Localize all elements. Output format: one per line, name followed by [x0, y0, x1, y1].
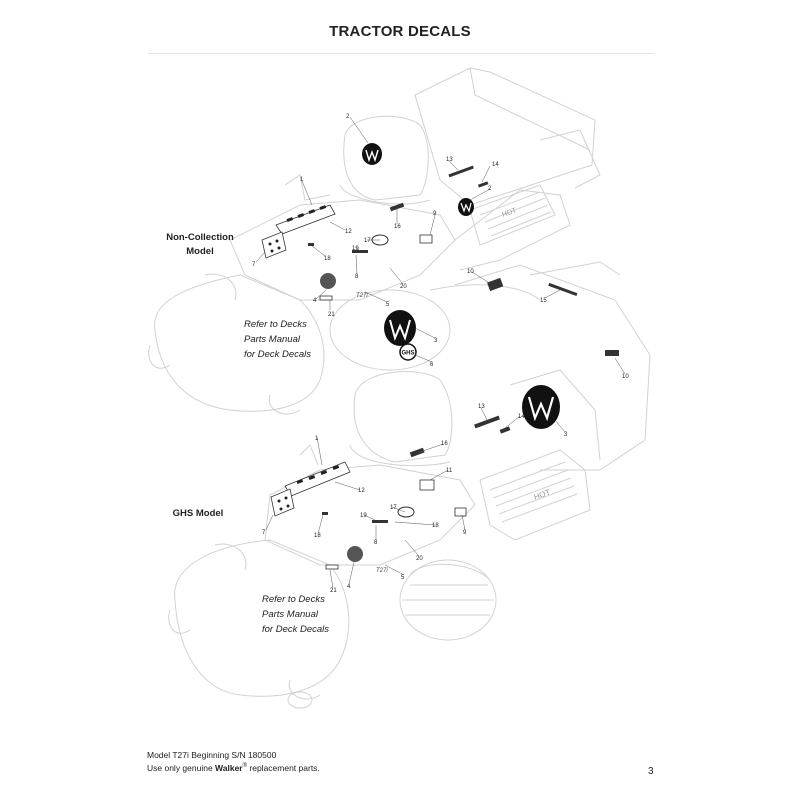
callout-lower: 18: [314, 533, 321, 539]
callout-lower: 18: [432, 523, 439, 529]
decal-10-right: [605, 350, 619, 356]
callout-upper: 8: [355, 274, 359, 280]
callout-lower: 14: [518, 414, 525, 420]
decal-11-lower: [419, 479, 435, 491]
model-badge-lower: T27i: [376, 568, 388, 574]
decal-14-lower: [499, 426, 511, 434]
callouts-upper: 2 13 14 2 1 9 16 12 17 19 18 7 8 20 10 1…: [252, 114, 629, 380]
callout-upper: 2: [488, 186, 492, 192]
hot-decal-lower: HOT: [533, 488, 552, 502]
decal-4-upper: [320, 273, 336, 289]
page-number: 3: [648, 766, 654, 777]
callout-upper: 2: [346, 114, 350, 120]
walker-logo-decal: [384, 310, 416, 346]
callout-upper: 13: [446, 157, 453, 163]
callout-lower: 13: [478, 404, 485, 410]
callout-upper: 5: [386, 302, 390, 308]
callout-upper: 3: [434, 338, 438, 344]
callout-upper: 16: [394, 224, 401, 230]
walker-logo-decal: [522, 385, 560, 429]
decals: GHS HOT HOT: [261, 143, 619, 574]
decal-18-lower: [322, 512, 328, 515]
ghs-decal-text: GHS: [401, 351, 414, 357]
decal-13-upper: [448, 165, 474, 178]
decal-14-upper: [477, 181, 489, 188]
page-title: TRACTOR DECALS: [329, 23, 471, 40]
decal-19-upper: [352, 250, 368, 253]
callout-lower: 8: [374, 540, 378, 546]
callout-lower: 20: [416, 556, 423, 562]
upper-tractor-outline: [148, 67, 651, 471]
callout-upper: 19: [352, 246, 359, 252]
callout-upper: 20: [400, 284, 407, 290]
callouts-lower: 13 14 3 1 16 11 12 17 19 18 7 18 8 9 20 …: [262, 404, 568, 594]
callout-upper: 9: [433, 211, 437, 217]
control-panel-decal-lower: [284, 461, 351, 497]
non-collection-model-label: Non-Collection Model: [166, 232, 234, 257]
footer-model-line: Model T27i Beginning S/N 180500: [147, 750, 277, 760]
callout-lower: 1: [315, 436, 319, 442]
callout-upper: 1: [300, 177, 304, 183]
callout-upper: 10: [622, 374, 629, 380]
deck-decal-note-lower: Refer to Decks Parts Manual for Deck Dec…: [262, 594, 330, 635]
decal-18-upper: [308, 243, 314, 246]
callout-upper: 6: [430, 362, 434, 368]
decal-4-lower: [347, 546, 363, 562]
callout-lower: 19: [360, 513, 367, 519]
footer-genuine-prefix: Use only genuine: [147, 762, 216, 773]
callout-lower: 5: [401, 575, 405, 581]
walker-logo-decal: [458, 198, 474, 216]
footer: Model T27i Beginning S/N 180500 Use only…: [147, 750, 320, 774]
ghs-model-label: GHS Model: [172, 508, 224, 519]
footer-genuine-line: Use only genuine Walker® replacement par…: [147, 761, 320, 774]
control-panel-decal-upper: [275, 204, 336, 235]
side-decal-upper: [261, 231, 287, 259]
walker-logo-decal: [362, 143, 382, 165]
callout-upper: 7: [252, 262, 256, 268]
side-decal-lower: [270, 488, 295, 517]
callout-upper: 12: [345, 229, 352, 235]
callout-upper: 21: [328, 312, 335, 318]
decal-17-lower: [397, 506, 415, 518]
lower-tractor-outline: [168, 369, 601, 709]
callout-upper: 4: [313, 298, 317, 304]
ghs-decal: GHS: [399, 343, 417, 361]
callout-lower: 12: [358, 488, 365, 494]
callout-lower: 4: [347, 584, 351, 590]
callout-lower: 21: [330, 588, 337, 594]
footer-brand: Walker: [215, 762, 243, 773]
deck-decal-note-upper: Refer to Decks Parts Manual for Deck Dec…: [244, 319, 312, 360]
callout-lower: 3: [564, 432, 568, 438]
footer-registered: ®: [242, 763, 248, 769]
decal-21-upper: [319, 295, 333, 301]
hot-decal-upper: HOT: [501, 207, 518, 219]
decal-19-lower: [372, 520, 388, 523]
callout-lower: 16: [441, 441, 448, 447]
callout-lower: 11: [446, 468, 453, 474]
callout-upper: 15: [540, 298, 547, 304]
decal-16-lower: [409, 447, 425, 458]
callout-upper: 14: [492, 162, 499, 168]
callout-upper: 18: [324, 256, 331, 262]
title-rule: [148, 53, 654, 54]
callout-upper: 10: [467, 269, 474, 275]
decal-9-upper: [419, 234, 433, 244]
model-badge-upper: T27i: [356, 293, 368, 299]
callout-lower: 9: [463, 530, 467, 536]
callout-lower: 17: [390, 505, 397, 511]
decal-15-upper: [548, 282, 578, 297]
decal-10-upper: [487, 277, 504, 292]
footer-genuine-suffix: replacement parts.: [247, 762, 320, 773]
decal-16-upper: [389, 202, 405, 212]
callout-upper: 17: [364, 238, 371, 244]
decal-9-lower: [454, 507, 467, 517]
leader-lines: [255, 116, 626, 589]
decal-13-lower: [474, 415, 500, 429]
callout-lower: 7: [262, 530, 266, 536]
decal-21-lower: [325, 564, 339, 570]
